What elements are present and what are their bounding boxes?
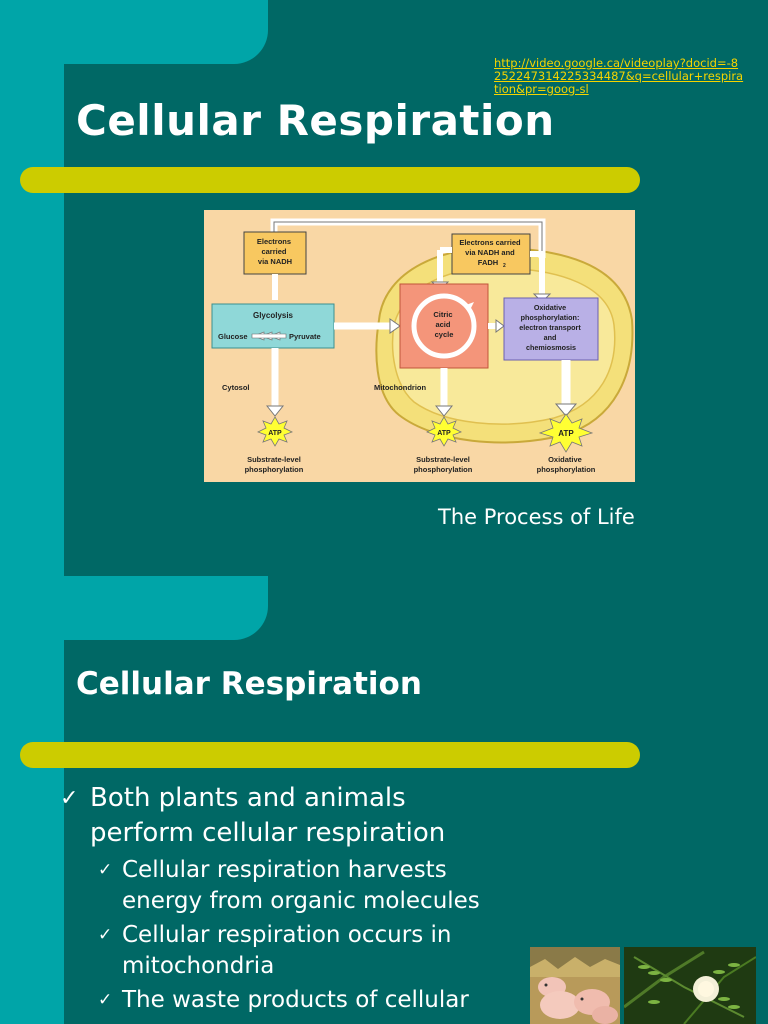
bullet-item: ✓ The waste products of cellular — [60, 985, 522, 1016]
atp-burst-2: ATP — [426, 416, 462, 447]
slide-1: Cellular Respiration http://video.google… — [0, 0, 768, 576]
slide-2: Cellular Respiration ✓ Both plants and a… — [0, 576, 768, 1024]
slide-title: Cellular Respiration — [76, 666, 422, 702]
svg-text:Glucose: Glucose — [218, 332, 248, 341]
accent-bar — [20, 167, 640, 193]
svg-text:ATP: ATP — [268, 430, 282, 437]
bullet-item: ✓ Both plants and animals perform cellul… — [60, 783, 446, 848]
slide-caption: The Process of Life — [438, 505, 635, 529]
oxidative-box — [503, 297, 599, 361]
svg-text:Citric acid cy: Citric acid cycle — [433, 310, 454, 339]
svg-text:ATP: ATP — [558, 429, 574, 438]
svg-text:Substrate-level phosph: Substrate-level phosphorylation Substrat… — [245, 455, 596, 474]
svg-text:Glycolysis: Glycolysis — [253, 311, 294, 320]
bullet-item: ✓ Cellular respiration harvests energy f… — [98, 857, 480, 914]
svg-text:Mitochondrion: Mitochondrion — [374, 383, 426, 392]
svg-text:Electrons carried via: Electrons carried via NADH and FADH — [459, 238, 522, 267]
electrons-nadh-box — [243, 231, 307, 275]
corner-notch — [64, 576, 268, 640]
svg-text:Cytosol: Cytosol — [222, 383, 250, 392]
svg-text:Pyruvate: Pyruvate — [289, 332, 321, 341]
svg-text:Electrons carried: Electrons carried via NADH — [257, 237, 293, 266]
checkmark-icon: ✓ — [98, 925, 113, 945]
svg-text:ATP: ATP — [437, 430, 451, 437]
cellular-respiration-diagram: Electrons carried via NADH Electrons car… — [204, 210, 635, 482]
bullet-item: ✓ Cellular respiration occurs in mitocho… — [98, 922, 452, 979]
pigs-photo — [530, 947, 620, 1024]
corner-notch — [64, 0, 268, 64]
svg-text:2: 2 — [503, 263, 506, 269]
svg-text:Oxidative phosphorylat: Oxidative phosphorylation: electron tran… — [519, 303, 583, 352]
glycolysis-box — [211, 303, 335, 349]
left-strip — [0, 0, 64, 576]
left-strip — [0, 576, 64, 1024]
accent-bar — [20, 742, 640, 768]
checkmark-icon: ✓ — [98, 860, 113, 880]
atp-burst-1: ATP — [257, 416, 293, 447]
checkmark-icon: ✓ — [60, 786, 79, 811]
bullet-list: ✓ Both plants and animals perform cellul… — [60, 781, 522, 1019]
video-link[interactable]: http://video.google.ca/videoplay?docid=-… — [494, 56, 744, 96]
slide-title: Cellular Respiration — [76, 96, 555, 145]
checkmark-icon: ✓ — [98, 990, 113, 1010]
mimosa-plant-photo — [624, 947, 756, 1024]
atp-burst-3: ATP — [538, 413, 594, 453]
